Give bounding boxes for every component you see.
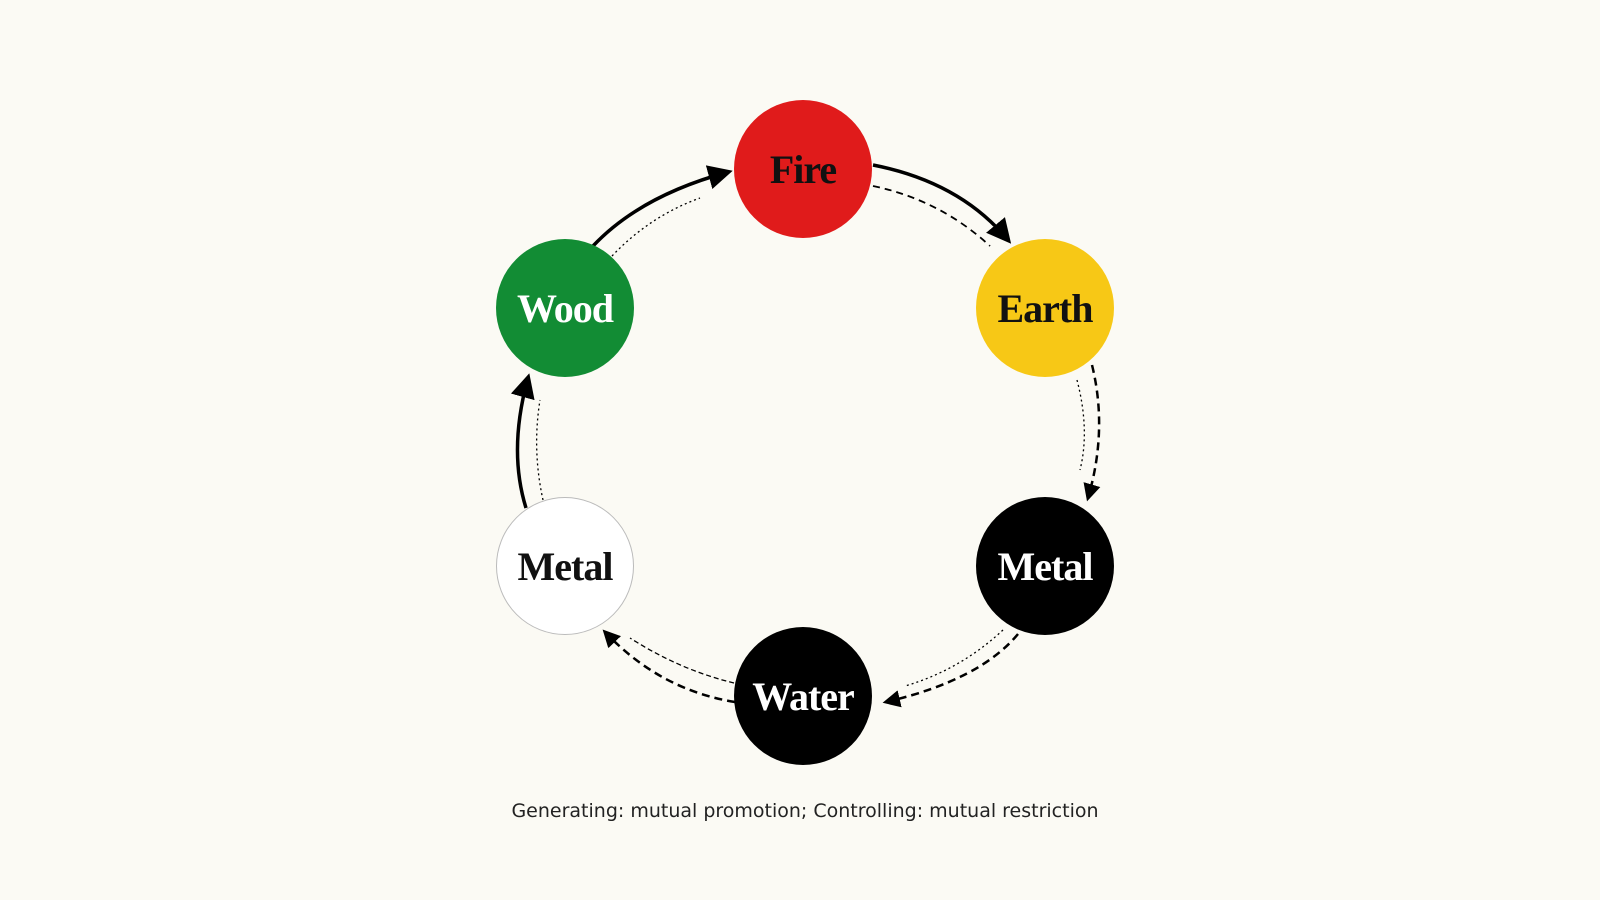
node-metal-white: Metal xyxy=(496,497,634,635)
dotted-water-metal xyxy=(629,637,735,684)
node-label: Wood xyxy=(516,285,614,331)
dotted-earth-metal xyxy=(1076,379,1085,471)
node-wood: Wood xyxy=(496,239,634,377)
dotted-metal-wood xyxy=(536,399,544,501)
node-label: Metal xyxy=(997,543,1094,589)
node-water: Water xyxy=(734,627,872,765)
arrow-metal-to-water xyxy=(882,633,1019,708)
dotted-metal-water xyxy=(904,629,1004,687)
node-earth: Earth xyxy=(976,239,1114,377)
node-label: Earth xyxy=(997,285,1094,331)
caption: Generating: mutual promotion; Controllin… xyxy=(511,800,1099,822)
arrow-earth-to-metal xyxy=(1083,364,1101,502)
arrow-metal-to-wood xyxy=(510,373,535,509)
arrow-water-to-metal xyxy=(602,629,736,704)
node-metal-black: Metal xyxy=(976,497,1114,635)
node-label: Metal xyxy=(517,543,614,589)
arrow-wood-to-fire xyxy=(591,165,733,248)
node-fire: Fire xyxy=(734,100,872,238)
arrow-fire-to-earth xyxy=(872,163,1012,244)
node-label: Water xyxy=(752,673,855,719)
node-label: Fire xyxy=(769,146,837,192)
dotted-wood-fire xyxy=(611,197,701,257)
dashed-fire-earth xyxy=(872,185,991,247)
